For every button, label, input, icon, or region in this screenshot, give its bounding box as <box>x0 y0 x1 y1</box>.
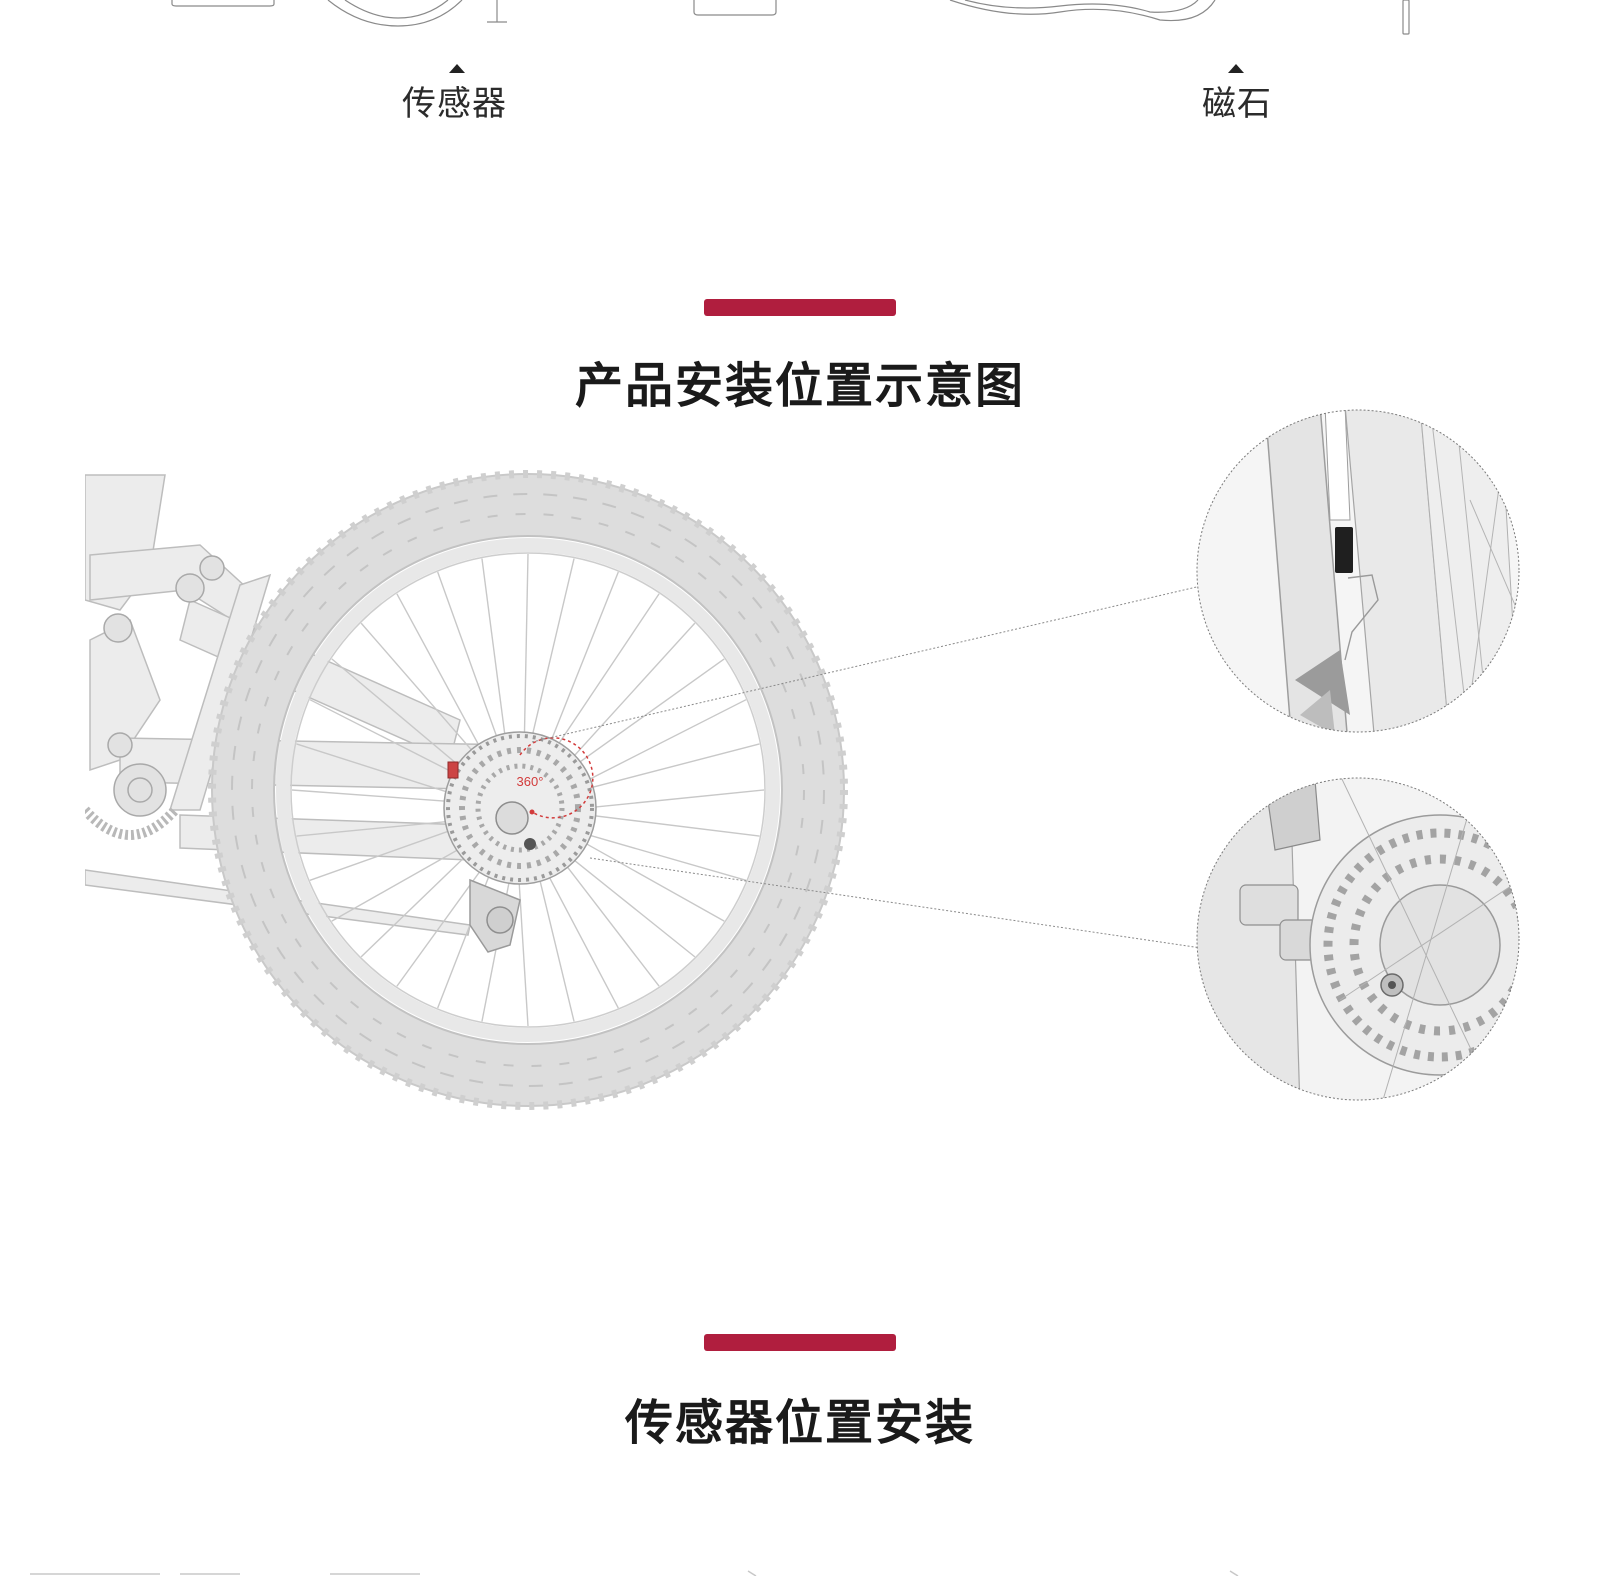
wheel-spoke <box>534 571 619 783</box>
wheel-spoke <box>437 833 506 1009</box>
wheel-spoke <box>546 820 725 922</box>
magnet-zoom-circle <box>1196 777 1520 1101</box>
wheel-spoke <box>481 837 519 1022</box>
section-title-sensor-install: 传感器位置安装 <box>624 1395 975 1451</box>
wheel-spoke <box>396 593 502 786</box>
sensor-pointer-icon <box>449 64 465 73</box>
wheel-spoke <box>543 622 696 790</box>
wheel-spoke <box>538 831 696 958</box>
wheel-spoke <box>528 836 575 1022</box>
wheel-spoke <box>548 743 760 800</box>
section-title-install-position: 产品安装位置示意图 <box>574 358 1025 414</box>
wheel-spoke <box>527 836 619 1009</box>
wheel-spoke <box>549 789 765 813</box>
wheel-spoke <box>291 789 491 806</box>
wheel-spoke <box>532 593 660 782</box>
wheel-spoke <box>296 816 492 837</box>
section-accent-bar-2 <box>704 1334 896 1351</box>
wheel-spoke <box>515 837 529 1027</box>
wheel-spoke <box>549 809 760 837</box>
wheel-spoke <box>309 699 495 794</box>
wheel-spoke <box>360 826 497 958</box>
magnet-pointer-icon <box>1228 64 1244 73</box>
top-product-drawings <box>171 0 1410 35</box>
wheel-spoke <box>521 558 575 779</box>
wheel-spoke <box>481 558 512 780</box>
wheel-spoke <box>309 815 492 881</box>
wheel-spoke <box>296 743 491 807</box>
wheel-spoke <box>331 826 498 922</box>
wheel-spoke <box>437 571 513 780</box>
wheel-spoke <box>331 658 494 795</box>
wheel-spoke <box>360 622 503 785</box>
wheel-spoke <box>542 658 725 790</box>
section-accent-bar <box>704 299 896 316</box>
wheel-spoke <box>545 822 747 881</box>
rotation-angle-label: 360° <box>517 774 544 789</box>
wheel-spoke <box>548 699 747 801</box>
sensor-zoom-circle <box>1196 409 1520 733</box>
sensor-label: 传感器 <box>402 84 507 124</box>
wheel-spoke <box>538 830 660 987</box>
wheel-spoke <box>522 553 529 779</box>
magnet-label: 磁石 <box>1202 84 1272 124</box>
wheel-spoke <box>396 834 508 987</box>
